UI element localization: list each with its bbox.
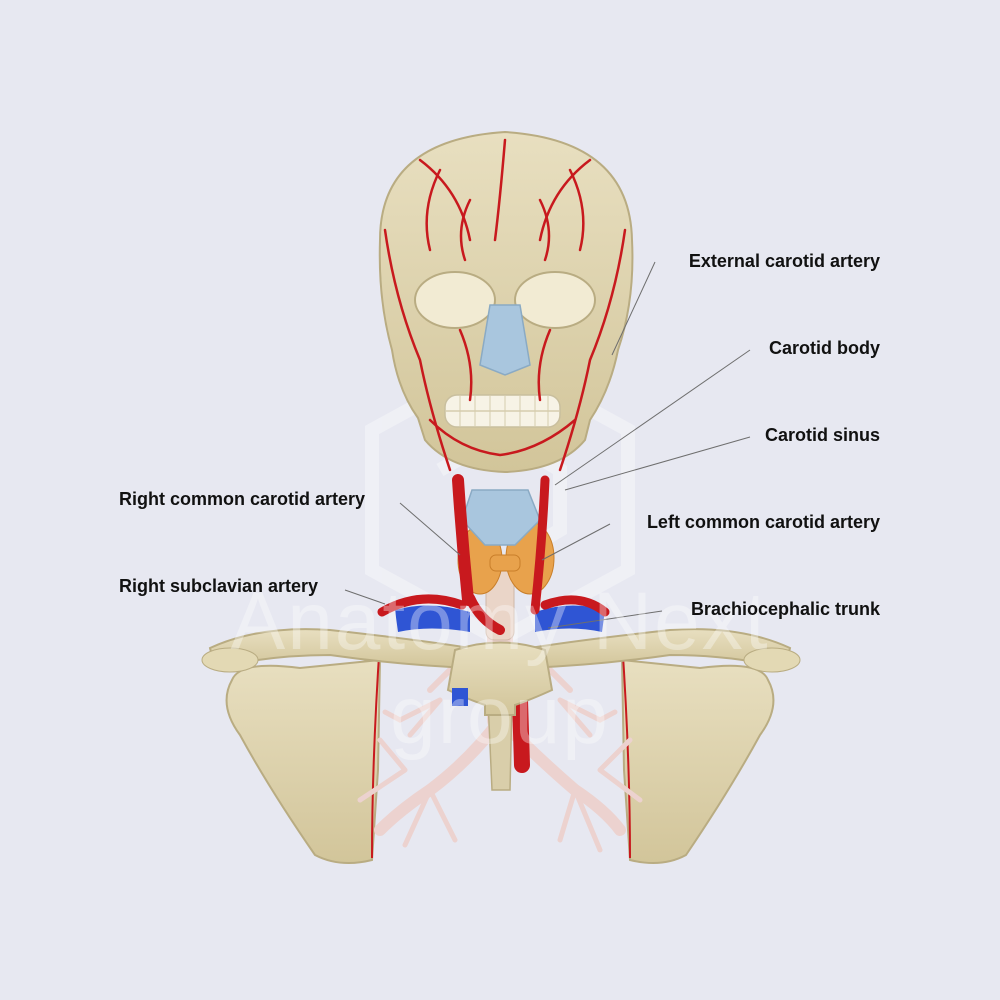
label-right-common-carotid-artery: Right common carotid artery: [119, 489, 366, 509]
label-brachiocephalic-trunk: Brachiocephalic trunk: [690, 599, 880, 619]
arm-artery-right: [621, 639, 631, 859]
label-external-carotid-artery: External carotid artery: [688, 251, 880, 271]
watermark-text: Anatomy Next group: [230, 576, 770, 761]
sternum: [446, 641, 554, 716]
right-scapula: [620, 658, 775, 865]
leader-lines: [344, 261, 751, 629]
label-right-subclavian-artery: Right subclavian artery: [119, 576, 319, 596]
right-common-carotid-artery: [452, 474, 474, 606]
label-left-common-carotid-artery: Left common carotid artery: [646, 512, 880, 532]
label-carotid-body: Carotid body: [769, 338, 880, 358]
right-subclavian-artery: [377, 594, 467, 617]
left-subclavian-artery: [540, 595, 610, 617]
clavicles: [201, 628, 801, 673]
left-scapula: [225, 658, 382, 865]
label-carotid-sinus: Carotid sinus: [764, 425, 880, 445]
skull: [378, 130, 634, 474]
descending-aorta: [512, 692, 530, 773]
brachiocephalic-trunk: [465, 593, 505, 635]
left-common-carotid-artery: [530, 475, 550, 615]
brachiocephalic-veins: [395, 605, 605, 706]
arm-artery-left: [371, 639, 381, 859]
cranial-arteries: [383, 138, 627, 472]
